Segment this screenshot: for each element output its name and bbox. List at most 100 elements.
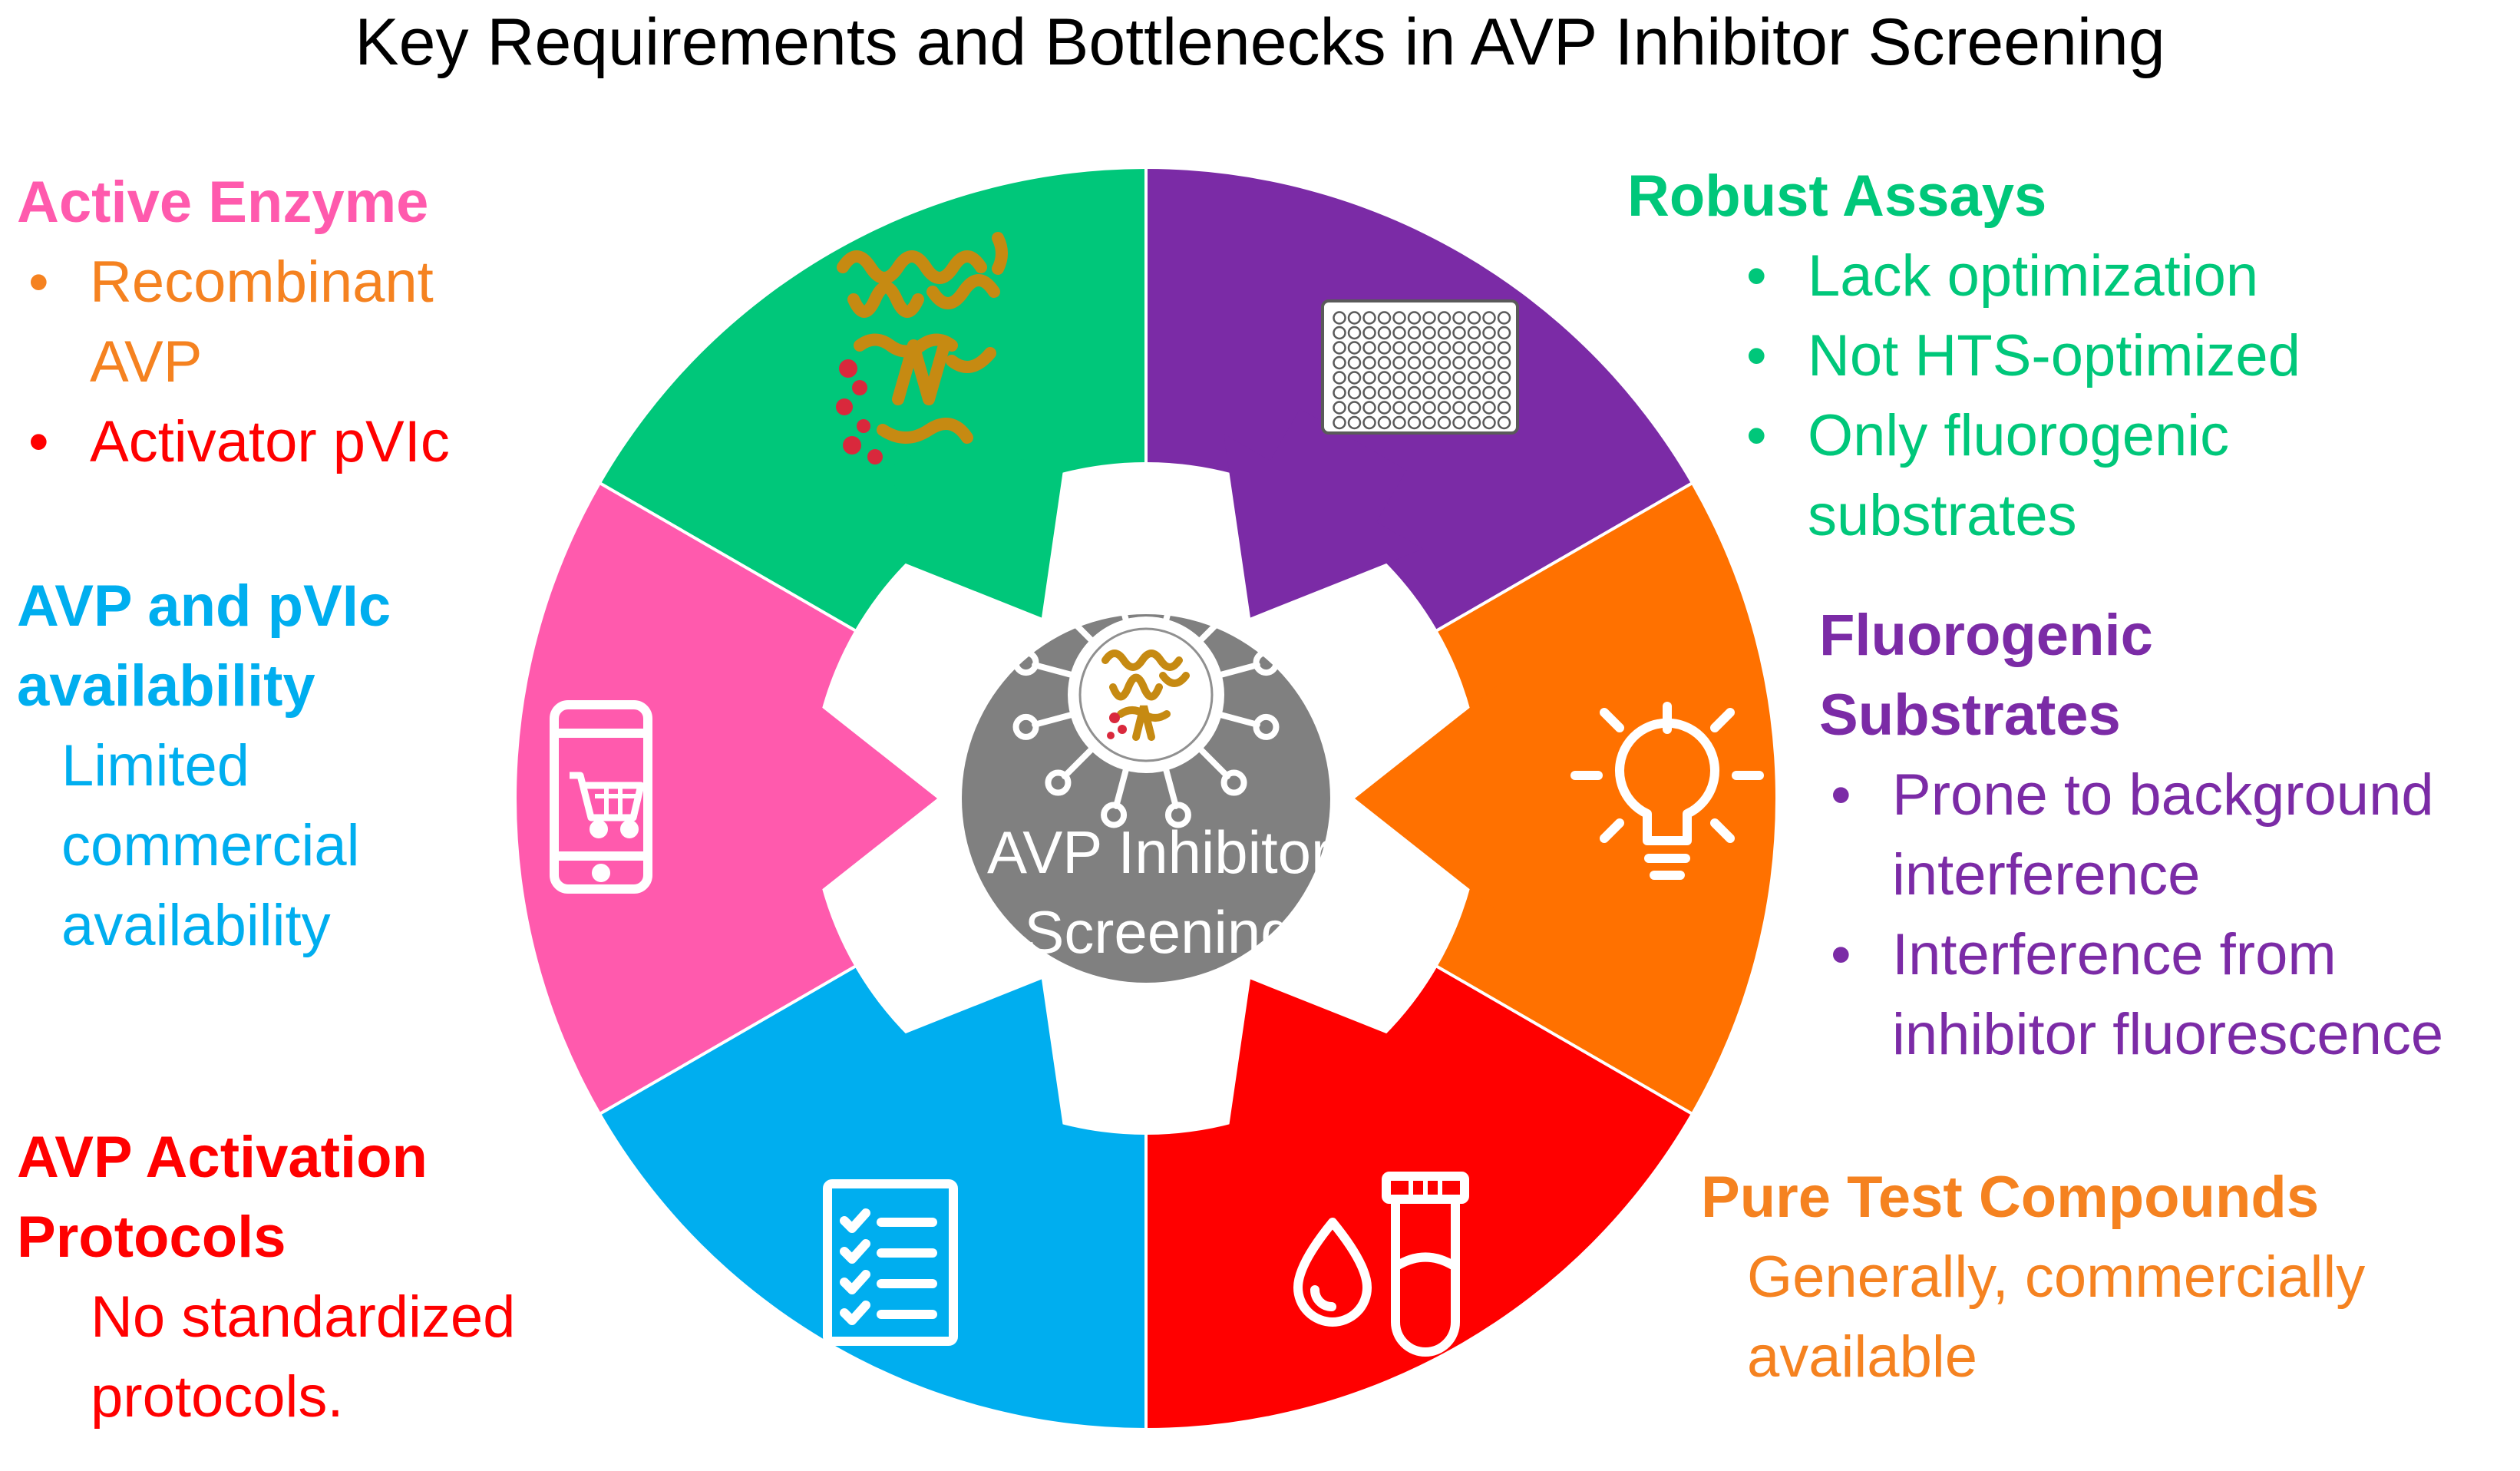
well <box>1333 341 1346 355</box>
well <box>1482 371 1496 385</box>
well <box>1452 401 1466 415</box>
well <box>1407 355 1422 370</box>
virus-spike-cap <box>1012 713 1039 740</box>
well <box>1497 355 1511 370</box>
well <box>1467 355 1481 370</box>
well <box>1333 401 1346 415</box>
well <box>1377 326 1392 340</box>
well <box>1392 415 1406 430</box>
virus-spike-cap <box>1101 802 1128 828</box>
generally-line: Generally, commercially <box>1747 1245 2366 1310</box>
availability-heading-line2: availability <box>17 653 315 719</box>
well <box>1392 311 1406 325</box>
virus-spike <box>1113 765 1130 809</box>
activation-heading-line1: AVP Activation <box>17 1125 428 1190</box>
well <box>1377 385 1392 400</box>
well <box>1407 415 1422 430</box>
well <box>1407 371 1422 385</box>
well <box>1482 385 1496 400</box>
well <box>1333 326 1346 340</box>
well <box>1347 311 1362 325</box>
activation-heading-line2: Protocols <box>17 1205 286 1270</box>
well <box>1347 341 1362 355</box>
activator-pvic-item: • Activator pVIc <box>17 402 450 482</box>
availability-block: AVP and pVIc availability Limited commer… <box>17 567 391 966</box>
inhibitor-fluorescence-item: • Interference from inhibitor fluorescen… <box>1819 915 2443 1075</box>
well <box>1467 385 1481 400</box>
recombinant-avp-item: • Recombinant AVP <box>17 243 450 402</box>
red-arrow <box>1224 979 1423 1188</box>
robust-assays-heading: Robust Assays <box>1627 164 2047 229</box>
bullet: • <box>1831 922 1851 987</box>
center-label: AVP Inhibitor Screening <box>910 812 1409 972</box>
center-label-line1: AVP Inhibitor <box>986 818 1332 886</box>
well <box>1362 311 1376 325</box>
well <box>1377 415 1392 430</box>
well <box>1467 311 1481 325</box>
only-fluorogenic-item: • Only fluorogenic substrates <box>1735 396 2300 556</box>
protein-structure-icon <box>837 232 1008 444</box>
not-hts-item: • Not HTS-optimized <box>1735 316 2300 396</box>
well <box>1437 415 1452 430</box>
well <box>1347 401 1362 415</box>
virus-icon <box>1012 561 1280 828</box>
well <box>1467 401 1481 415</box>
ligand-icon <box>836 359 883 464</box>
well <box>1333 355 1346 370</box>
bullet: • <box>1746 403 1767 468</box>
well <box>1407 401 1422 415</box>
segment-divider <box>1432 480 1696 634</box>
blue-segment <box>600 967 1146 1428</box>
virus-spike <box>1162 765 1179 809</box>
segment-divider <box>596 963 860 1117</box>
pure-test-compounds-block: Pure Test Compounds Generally, commercia… <box>1701 1158 2365 1397</box>
well <box>1422 385 1436 400</box>
well <box>1497 326 1511 340</box>
test-tube-drop-icon <box>1293 1172 1469 1357</box>
well <box>1333 385 1346 400</box>
virus-spike <box>1197 745 1231 780</box>
robust-assays-block: Robust Assays • Lack optimization • Not … <box>1627 157 2300 556</box>
segment-divider <box>1432 963 1696 1117</box>
prone-line: Prone to background <box>1892 762 2434 828</box>
well <box>1452 415 1466 430</box>
interference-line: interference <box>1892 842 2201 907</box>
virus-spike <box>1113 580 1130 624</box>
well <box>1437 401 1452 415</box>
well <box>1452 371 1466 385</box>
virus-spike <box>1032 662 1075 679</box>
well <box>1407 385 1422 400</box>
well <box>1362 371 1376 385</box>
availability-heading-line1: AVP and pVIc <box>17 574 391 639</box>
green-segment <box>600 169 1146 630</box>
well <box>1392 401 1406 415</box>
well <box>1437 341 1452 355</box>
virus-spike-cap <box>1253 713 1280 740</box>
interference-from-line: Interference from <box>1892 922 2337 987</box>
bullet: • <box>1831 762 1851 828</box>
lack-optimization-item: • Lack optimization <box>1735 236 2300 316</box>
well <box>1407 341 1422 355</box>
fluorogenic-heading-line2: Substrates <box>1819 683 2121 748</box>
well <box>1392 371 1406 385</box>
well <box>1362 326 1376 340</box>
well <box>1362 355 1376 370</box>
well <box>1437 311 1452 325</box>
well <box>1333 415 1346 430</box>
pink-segment <box>516 484 855 1113</box>
activator-line: Activator pVIc <box>90 409 450 474</box>
well <box>1333 371 1346 385</box>
well <box>1377 371 1392 385</box>
well <box>1347 355 1362 370</box>
well-plate-icon <box>1321 299 1519 435</box>
commercial-line: commercial <box>61 813 360 878</box>
well <box>1452 355 1466 370</box>
well <box>1452 311 1466 325</box>
bullet: • <box>1746 243 1767 309</box>
virus-spike <box>1162 580 1179 624</box>
well <box>1422 371 1436 385</box>
purple-arrow <box>1224 408 1423 618</box>
active-enzyme-block: Active Enzyme • Recombinant AVP • Activa… <box>17 163 450 482</box>
well <box>1362 415 1376 430</box>
orange-arrow <box>1355 683 1561 914</box>
